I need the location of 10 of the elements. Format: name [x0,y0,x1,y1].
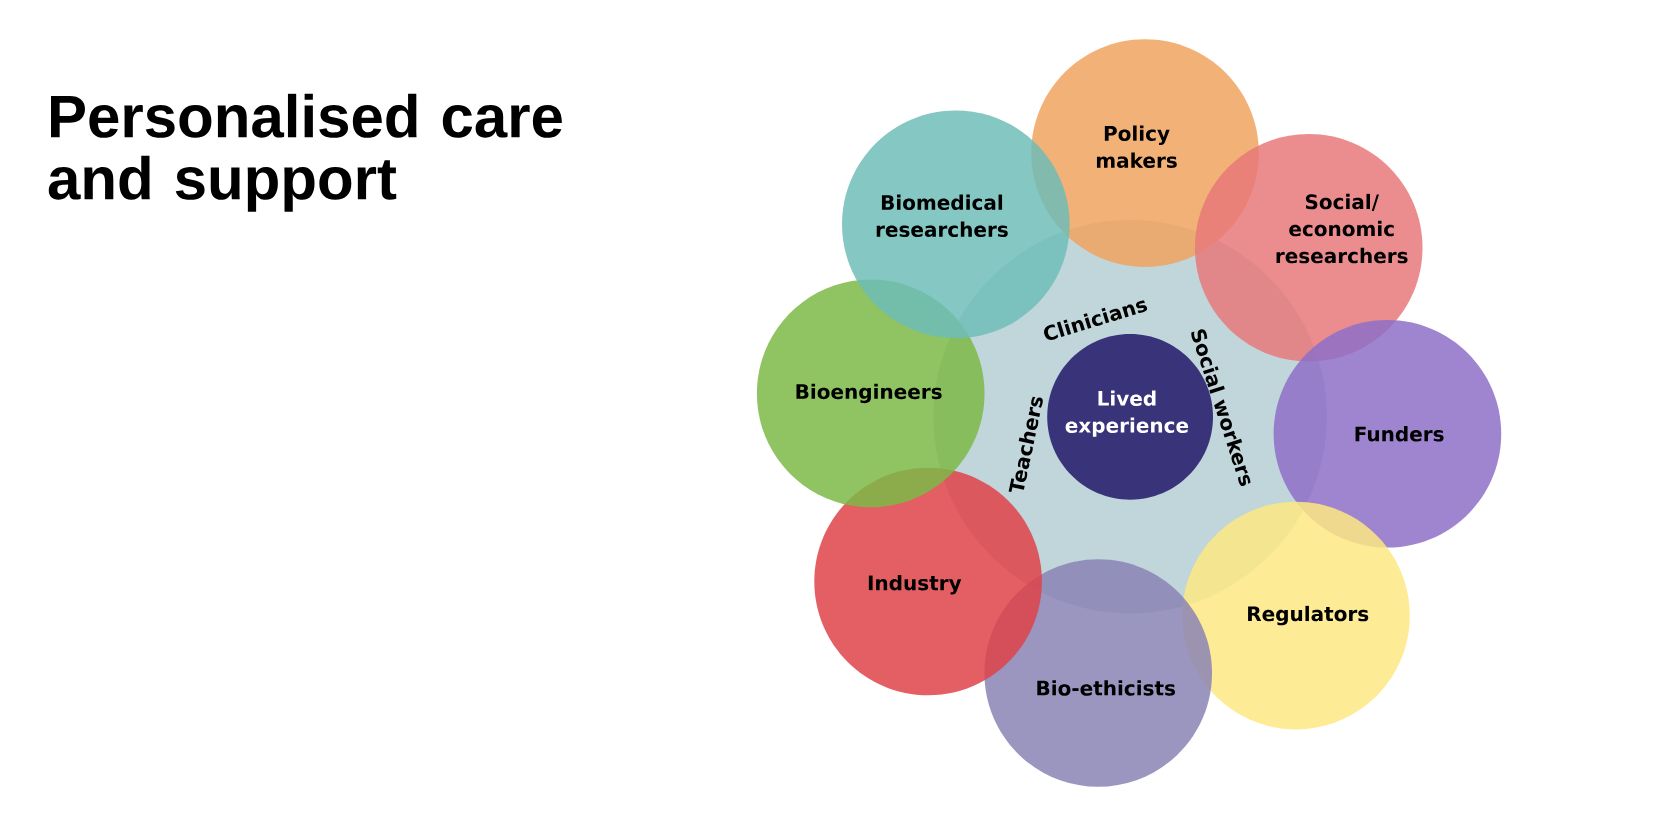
circle-label: Bioengineers [796,383,942,404]
circle-label: Social/ economic researchers [1276,193,1408,264]
circle-label: Regulators [1248,605,1369,626]
circle-label: Industry [868,574,962,595]
circle-label: Lived experience [1065,390,1189,437]
circle-label: Bio-ethicists [1037,680,1175,696]
circle-label: Biomedical researchers [876,194,1008,238]
circle-label: Funders [1355,426,1444,442]
title: Personalised care and support [48,93,562,212]
circle-label: Policy makers [1096,125,1177,168]
